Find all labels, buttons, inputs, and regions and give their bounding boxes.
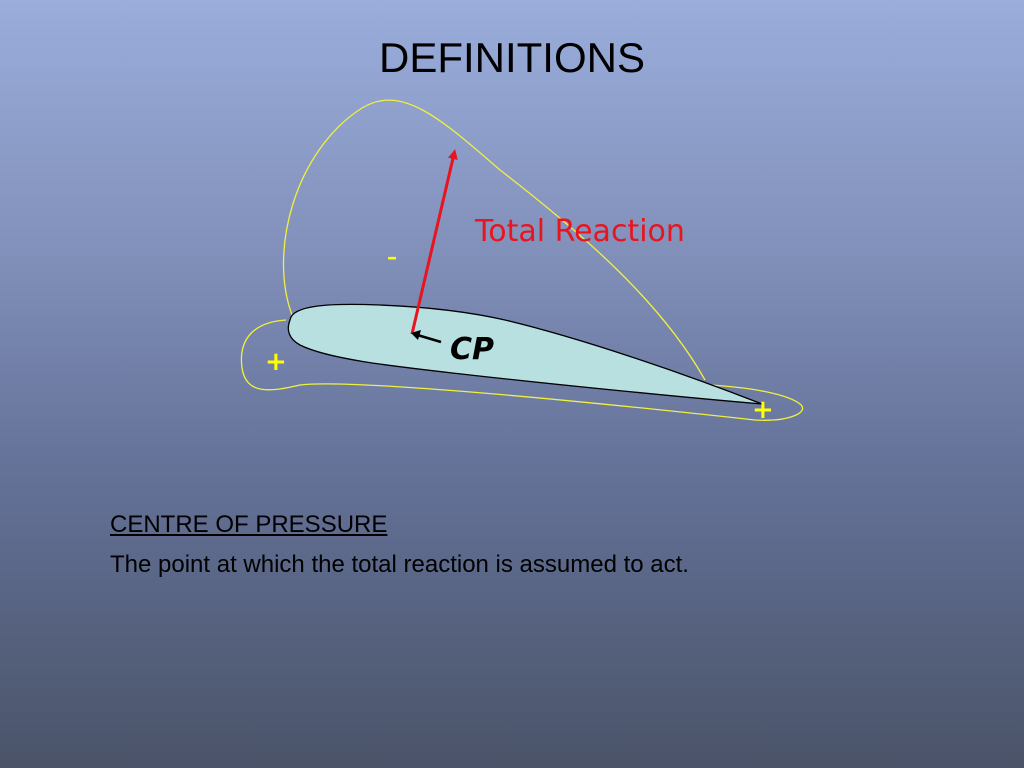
plus-sign-trailing-edge: +	[752, 395, 774, 425]
lower-pressure-envelope	[240, 319, 804, 421]
definition-text: The point at which the total reaction is…	[110, 551, 689, 578]
upper-pressure-envelope	[282, 99, 706, 381]
total-reaction-arrow	[410, 149, 458, 335]
total-reaction-label: Total Reaction	[474, 214, 685, 249]
slide-title: DEFINITIONS	[378, 34, 645, 81]
aerofoil	[287, 303, 763, 405]
cp-pointer-arrowhead	[411, 330, 421, 340]
plus-sign-leading-edge: +	[265, 347, 287, 377]
minus-sign: –	[387, 245, 397, 269]
definition-block: CENTRE OF PRESSURE The point at which th…	[110, 510, 930, 580]
definition-term: CENTRE OF PRESSURE	[110, 511, 388, 538]
cp-label: CP	[450, 332, 494, 367]
